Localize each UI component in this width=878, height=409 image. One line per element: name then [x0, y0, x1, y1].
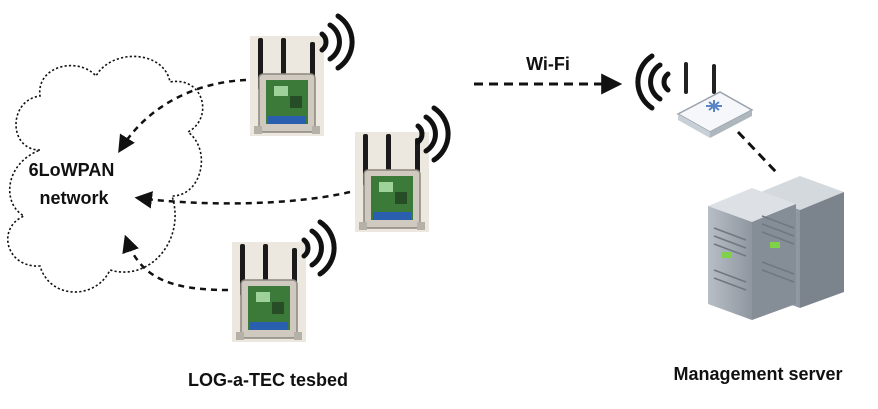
- router-to-server-link: [736, 130, 778, 174]
- node2-to-cloud-arrow: [134, 190, 351, 209]
- wireless-signal-icon-3: [304, 222, 334, 274]
- sensor-node-1: [249, 35, 325, 137]
- sensor-node-3: [231, 241, 307, 343]
- network-label-line1: 6LoWPAN: [29, 160, 115, 180]
- wifi-router-icon: [676, 62, 754, 138]
- cloud-network-icon: [7, 55, 204, 293]
- network-label: 6LoWPAN network: [29, 160, 120, 208]
- testbed-label: LOG-a-TEC tesbed: [188, 370, 348, 390]
- sensor-node-2: [354, 131, 430, 233]
- network-label-line2: network: [39, 188, 109, 208]
- wifi-label: Wi-Fi: [526, 54, 570, 74]
- node3-to-cloud-arrow: [122, 234, 229, 292]
- wireless-signal-icon-1: [322, 16, 352, 68]
- server-rack-icon: [708, 176, 844, 320]
- server-label: Management server: [673, 364, 842, 384]
- wireless-signal-icon-router: [638, 56, 668, 108]
- node1-to-cloud-arrow: [118, 78, 247, 153]
